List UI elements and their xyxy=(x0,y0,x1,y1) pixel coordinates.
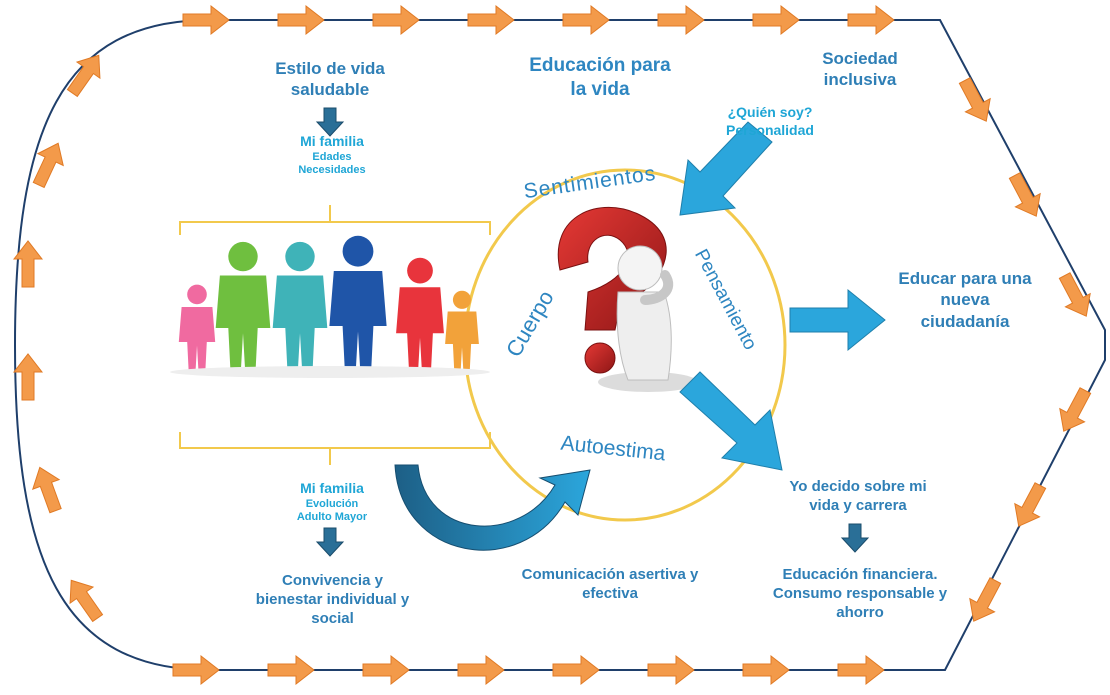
cycle-arrow-icon xyxy=(32,466,62,514)
cycle-arrow-icon xyxy=(12,240,44,288)
cycle-arrow-icon xyxy=(657,4,705,36)
arrow-yo-decido xyxy=(679,371,783,471)
cycle-arrow-icon xyxy=(752,4,800,36)
down-arrow-icon xyxy=(840,523,870,553)
cycle-arrow-icon xyxy=(552,654,600,686)
thinking-person-icon xyxy=(598,245,698,392)
cycle-arrow-icon xyxy=(837,654,885,686)
arrow-quien-soy xyxy=(679,121,773,216)
cycle-arrow-icon xyxy=(362,654,410,686)
family-boy-icon xyxy=(445,290,479,370)
label-quien-soy: ¿Quién soy? Personalidad xyxy=(726,104,814,138)
label-educacion-financiera: Educación financiera.Consumo responsable… xyxy=(772,566,948,621)
family-bracket xyxy=(179,205,491,465)
cycle-arrow-icon xyxy=(69,579,104,623)
cycle-arrow-icon xyxy=(1058,272,1091,317)
cycle-arrow-icon xyxy=(1059,387,1092,432)
cycle-arrow-icon xyxy=(182,4,230,36)
cycle-arrow-icon xyxy=(1008,172,1041,217)
family-mother-icon xyxy=(396,257,444,370)
cycle-arrow-icon xyxy=(277,4,325,36)
down-arrow-icon xyxy=(315,107,345,137)
down-arrows xyxy=(315,107,870,557)
cycle-arrow-icon xyxy=(742,654,790,686)
arrow-educar xyxy=(789,288,886,352)
cycle-arrow-icon xyxy=(1014,482,1047,527)
down-arrow-icon xyxy=(315,527,345,557)
cycle-arrow-icon xyxy=(372,4,420,36)
cycle-arrow-icon xyxy=(66,54,101,98)
family-shadow xyxy=(170,366,490,378)
label-mi-familia-top: Mi familia Edades Necesidades xyxy=(298,133,366,176)
family-girl-icon xyxy=(178,284,216,370)
cycle-arrow-icon xyxy=(958,77,991,122)
cycle-arrow-icon xyxy=(32,142,64,189)
cycle-arrow-icon xyxy=(562,4,610,36)
cycle-arrow-icon xyxy=(172,654,220,686)
cycle-arrow-icon xyxy=(267,654,315,686)
cycle-arrows xyxy=(12,4,1092,686)
label-mi-familia-bottom: Mi familia Evolución Adulto Mayor xyxy=(296,480,368,523)
family-grandmother-icon xyxy=(215,241,271,370)
family-figures xyxy=(170,235,490,378)
cycle-arrow-icon xyxy=(12,353,44,401)
family-father-icon xyxy=(329,235,387,370)
cycle-arrow-icon xyxy=(847,4,895,36)
family-grandfather-icon xyxy=(272,241,328,370)
cycle-arrow-icon xyxy=(647,654,695,686)
cycle-arrow-icon xyxy=(457,654,505,686)
curved-arrow xyxy=(394,464,591,551)
cycle-arrow-icon xyxy=(467,4,515,36)
cycle-arrow-icon xyxy=(969,577,1002,622)
